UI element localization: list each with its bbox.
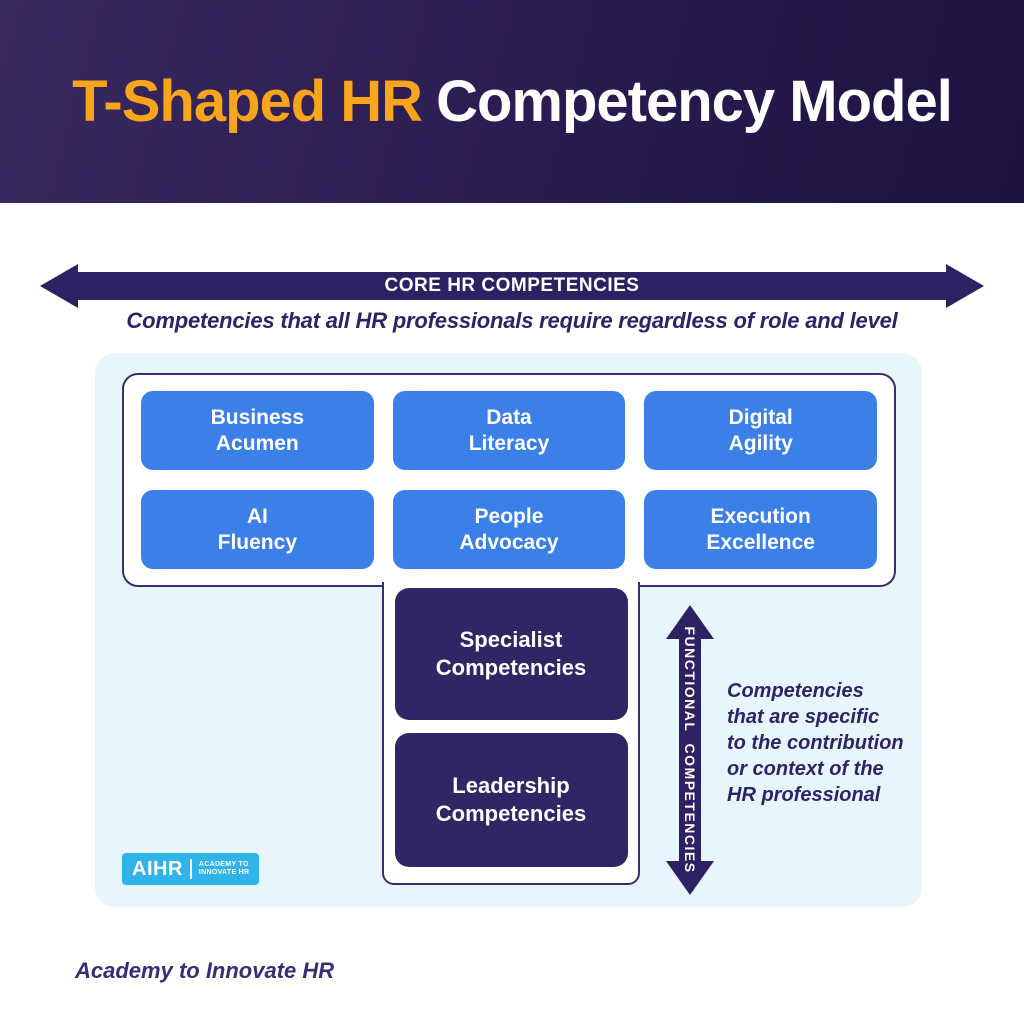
core-item-label: Execution Excellence — [706, 504, 815, 554]
core-item-label: Digital Agility — [728, 405, 793, 455]
functional-competencies-arrow: FUNCTIONAL COMPETENCIES — [666, 605, 714, 895]
footer-credit: Academy to Innovate HR — [75, 958, 335, 983]
core-item-digital-agility: Digital Agility — [644, 391, 877, 470]
functional-arrow-bar — [679, 635, 701, 865]
aihr-logo-brand: AIHR — [132, 857, 183, 880]
aihr-logo-divider — [189, 859, 192, 879]
t-stem-box: Specialist Competencies Leadership Compe… — [382, 582, 640, 885]
core-arrow-label: CORE HR COMPETENCIES — [384, 275, 640, 296]
page-title-accent: T-Shaped HR — [72, 69, 423, 134]
core-item-label: Business Acumen — [210, 405, 305, 455]
leadership-competencies-box: Leadership Competencies — [394, 733, 628, 867]
core-item-ai-fluency: AI Fluency — [141, 490, 374, 569]
core-competencies-box: Business Acumen Data Literacy Digital Ag… — [122, 373, 896, 587]
core-item-execution-excellence: Execution Excellence — [644, 490, 877, 569]
core-subtitle: Competencies that all HR professionals r… — [126, 308, 898, 333]
aihr-logo: AIHR ACADEMY TO INNOVATE HR — [122, 853, 260, 885]
core-item-label: Data Literacy — [468, 405, 550, 455]
core-item-business-acumen: Business Acumen — [141, 391, 374, 470]
functional-arrow-label: FUNCTIONAL COMPETENCIES — [682, 626, 698, 874]
core-item-people-advocacy: People Advocacy — [392, 490, 626, 569]
core-item-label: People Advocacy — [459, 504, 559, 554]
core-item-label: AI Fluency — [217, 504, 297, 554]
core-item-data-literacy: Data Literacy — [392, 391, 626, 470]
core-arrow-bar — [72, 272, 952, 300]
stem-item-label: Specialist Competencies — [435, 627, 587, 680]
stem-item-label: Leadership Competencies — [435, 773, 587, 826]
core-competencies-arrow: CORE HR COMPETENCIES — [40, 264, 984, 308]
functional-description: Competencies that are specific to the co… — [727, 680, 904, 806]
page-title-rest: Competency Model — [436, 69, 953, 134]
specialist-competencies-box: Specialist Competencies — [394, 588, 628, 720]
aihr-logo-tagline: ACADEMY TO INNOVATE HR — [198, 861, 250, 876]
